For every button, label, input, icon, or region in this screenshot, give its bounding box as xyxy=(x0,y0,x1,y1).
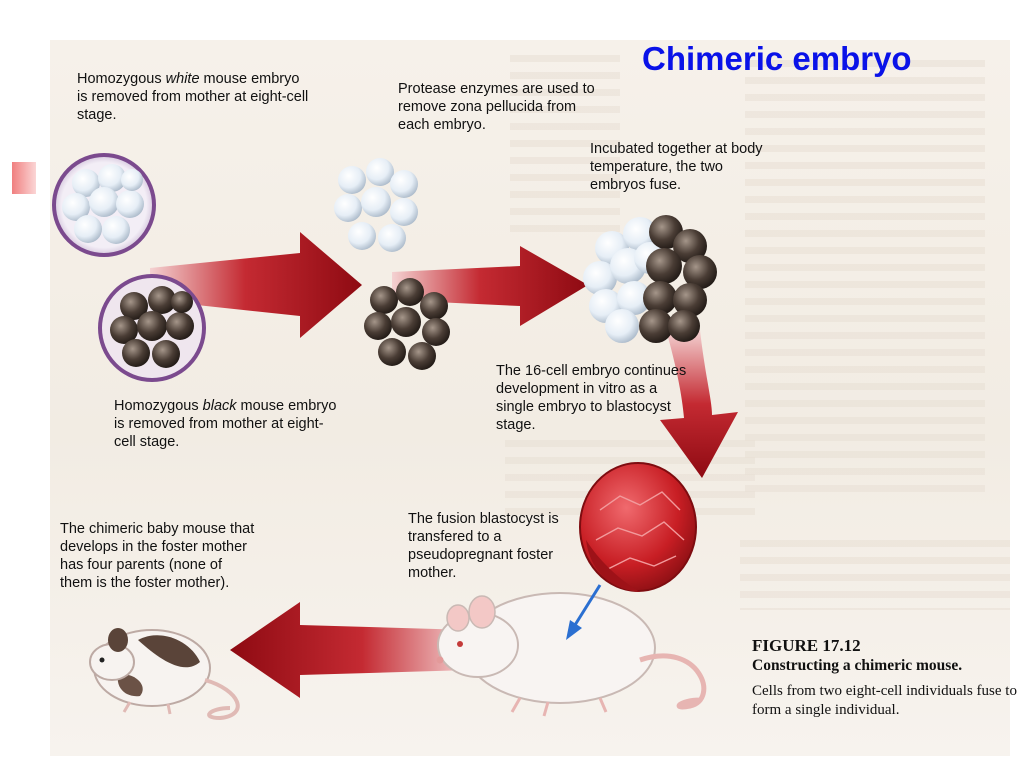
label-incubated: Incubated together at body temperature, … xyxy=(590,141,763,193)
label-white-embryo-post: mouse embryo is removed from mother at e… xyxy=(77,71,309,123)
black-embryo-with-zona xyxy=(98,274,206,382)
figure-number: FIGURE 17.12 xyxy=(752,636,861,655)
label-black-embryo-emphasis: black xyxy=(202,398,237,414)
label-black-embryo-pre: Homozygous xyxy=(114,398,203,414)
process-arrow-4 xyxy=(230,602,470,698)
white-embryo-cluster xyxy=(334,158,418,252)
figure-title: Constructing a chimeric mouse. xyxy=(752,657,963,674)
fused-16-cell-embryo xyxy=(583,215,717,343)
process-arrow-3 xyxy=(660,330,738,478)
label-black-embryo-post: mouse embryo is removed from mother at e… xyxy=(114,398,337,450)
chimeric-baby-mouse xyxy=(89,628,240,721)
figure-caption: Cells from two eight-cell individuals fu… xyxy=(752,683,1017,718)
bleed-through-text xyxy=(745,60,985,500)
white-embryo-with-zona xyxy=(52,153,156,257)
label-fusion-blastocyst: The fusion blastocyst is transfered to a… xyxy=(408,511,559,581)
label-white-embryo-emphasis: white xyxy=(165,71,200,87)
slide-title: Chimeric embryo xyxy=(642,40,912,77)
process-arrow-2 xyxy=(392,246,588,326)
bleed-through-text xyxy=(740,540,1010,610)
label-white-embryo: Homozygous white mouse embryo is removed… xyxy=(77,70,312,124)
black-embryo-cluster xyxy=(364,278,450,370)
label-black-embryo: Homozygous black mouse embryo is removed… xyxy=(114,397,344,451)
foster-mother-mouse xyxy=(436,592,707,717)
label-white-embryo-pre: Homozygous xyxy=(77,71,166,87)
slide-side-marker xyxy=(12,162,36,194)
bleed-through-text xyxy=(510,55,620,235)
label-protease: Protease enzymes are used to remove zona… xyxy=(398,81,595,133)
label-chimeric-baby: The chimeric baby mouse that develops in… xyxy=(60,521,255,591)
label-16-cell: The 16-cell embryo continues development… xyxy=(496,363,687,433)
transfer-pointer-arrow xyxy=(566,584,602,640)
process-arrow-1 xyxy=(150,232,362,338)
blastocyst xyxy=(579,462,697,592)
